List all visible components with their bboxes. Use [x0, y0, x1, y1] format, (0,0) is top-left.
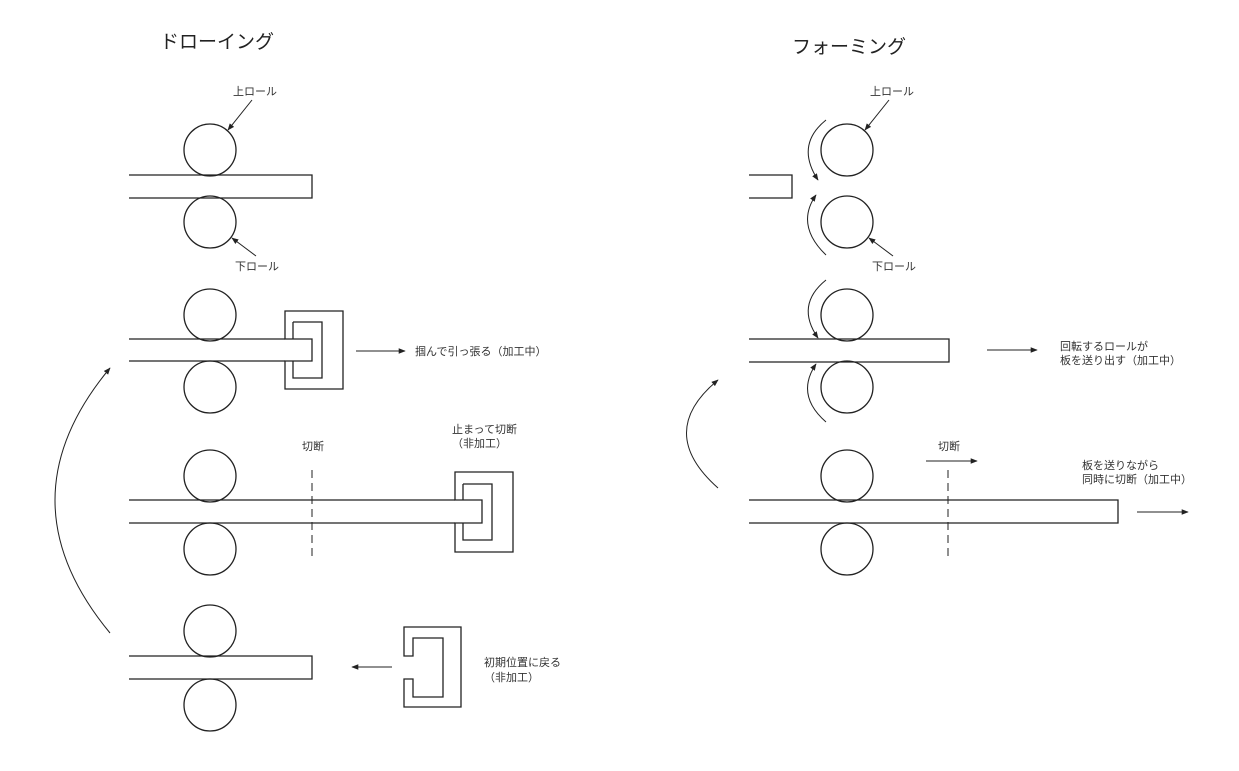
lower-roll-rotation [807, 194, 827, 256]
upper-roll-label: 上ロール [870, 85, 914, 98]
lower-roll [820, 522, 874, 576]
upper-roll [820, 449, 874, 503]
upper-roll-pointer [864, 99, 890, 131]
upper-roll [820, 288, 874, 342]
forming-cycle-arrow [686, 379, 719, 489]
forming-stage-3: 切断 板を送りながら 同時に切断（加工中） [749, 439, 1192, 576]
lower-roll [183, 195, 237, 249]
drawing-title: ドローイング [160, 31, 274, 53]
upper-roll-rotation [807, 279, 827, 339]
stop-cut-sub-label: （非加工） [452, 437, 507, 450]
upper-roll-label: 上ロール [233, 85, 277, 98]
forming-stage-1: 上ロール 下ロール [749, 85, 916, 273]
lower-roll-label: 下ロール [235, 260, 279, 273]
lower-roll-label: 下ロール [872, 260, 916, 273]
drawing-stage-3: 切断 止まって切断 （非加工） [129, 422, 517, 576]
gripper [403, 626, 462, 708]
upper-roll [183, 604, 237, 658]
drawing-stage-1: 上ロール 下ロール [129, 85, 313, 273]
feed-label-line-1: 回転するロールが [1060, 339, 1148, 353]
forming-stage-2: 回転するロールが 板を送り出す（加工中） [749, 279, 1181, 423]
return-sub-label: （非加工） [484, 671, 539, 684]
sheet [129, 338, 285, 362]
upper-roll [820, 123, 874, 177]
sheet [749, 174, 793, 199]
sheet [129, 655, 313, 680]
upper-roll [183, 449, 237, 503]
sheet [129, 174, 313, 199]
gripper [284, 310, 344, 390]
simultaneous-label-line-2: 同時に切断（加工中） [1082, 472, 1192, 486]
lower-roll [183, 360, 237, 414]
lower-roll-pointer [868, 237, 894, 257]
upper-roll-pointer [227, 99, 253, 131]
sheet [749, 499, 1119, 524]
cut-label: 切断 [302, 439, 324, 453]
lower-roll [820, 195, 874, 249]
return-label: 初期位置に戻る [484, 655, 561, 669]
lower-roll-rotation [807, 363, 827, 423]
stop-cut-label: 止まって切断 [452, 422, 517, 436]
sheet [129, 499, 455, 524]
gripper [454, 471, 514, 553]
drawing-stage-4: 初期位置に戻る （非加工） [129, 604, 561, 732]
lower-roll [183, 678, 237, 732]
sheet [749, 338, 950, 363]
feed-label-line-2: 板を送り出す（加工中） [1060, 353, 1181, 367]
lower-roll-pointer [231, 237, 257, 257]
upper-roll [183, 288, 237, 342]
drawing-stage-2: 掴んで引っ張る（加工中） [129, 288, 546, 414]
simultaneous-label-line-1: 板を送りながら [1082, 458, 1159, 472]
drawing-cycle-arrow [54, 367, 111, 634]
lower-roll [820, 360, 874, 414]
forming-title: フォーミング [792, 36, 906, 58]
upper-roll-rotation [807, 119, 827, 181]
pull-label: 掴んで引っ張る（加工中） [415, 344, 546, 358]
upper-roll [183, 123, 237, 177]
lower-roll [183, 522, 237, 576]
cut-label: 切断 [938, 439, 960, 453]
